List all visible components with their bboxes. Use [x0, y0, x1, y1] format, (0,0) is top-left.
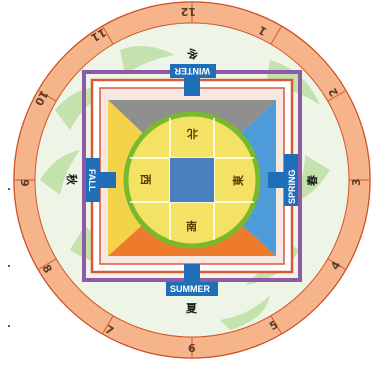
spring-glyph: 春 — [305, 174, 319, 186]
spring-label: SPRING — [287, 169, 297, 204]
west-glyph: 西 — [139, 174, 152, 185]
summer-label: SUMMER — [170, 284, 210, 294]
center-square — [170, 158, 214, 202]
month-label-9: 9 — [18, 179, 31, 187]
month-label-3: 3 — [350, 178, 363, 186]
summer-glyph: 夏 — [186, 302, 198, 315]
month-label-12: 12 — [181, 5, 196, 18]
south-glyph: 南 — [186, 219, 197, 233]
fall-label: FALL — [87, 169, 97, 192]
margin-marks — [8, 188, 10, 327]
winter-label: WINTER — [174, 66, 210, 76]
month-label-6: 6 — [188, 342, 196, 355]
east-glyph: 東 — [231, 174, 245, 186]
winter-glyph: 冬 — [187, 47, 198, 61]
north-glyph: 北 — [187, 127, 198, 141]
fall-glyph: 秋 — [65, 174, 79, 186]
